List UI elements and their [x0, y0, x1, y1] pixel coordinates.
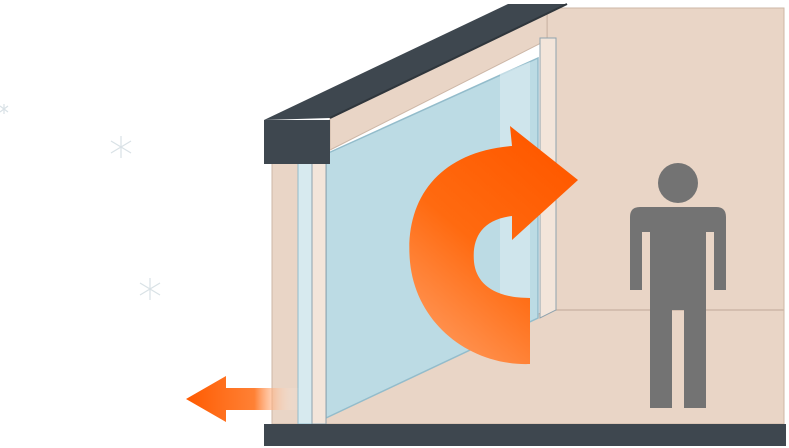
person-icon — [630, 163, 726, 408]
snowflake-icon — [110, 136, 132, 158]
roof-edge-highlight — [329, 3, 568, 119]
floor-slab — [264, 424, 786, 446]
roof-front-edge — [264, 120, 330, 164]
front-glass-strip — [297, 161, 313, 425]
person-head — [658, 163, 698, 203]
curved-arrow-icon — [409, 126, 578, 365]
arrow-left-icon — [186, 376, 300, 422]
roof-slab — [264, 4, 567, 120]
snowflake-icon-3 — [0, 104, 9, 114]
person-body — [630, 207, 726, 408]
front-frame-post — [311, 161, 327, 425]
snowflake-icon-2 — [139, 278, 161, 300]
